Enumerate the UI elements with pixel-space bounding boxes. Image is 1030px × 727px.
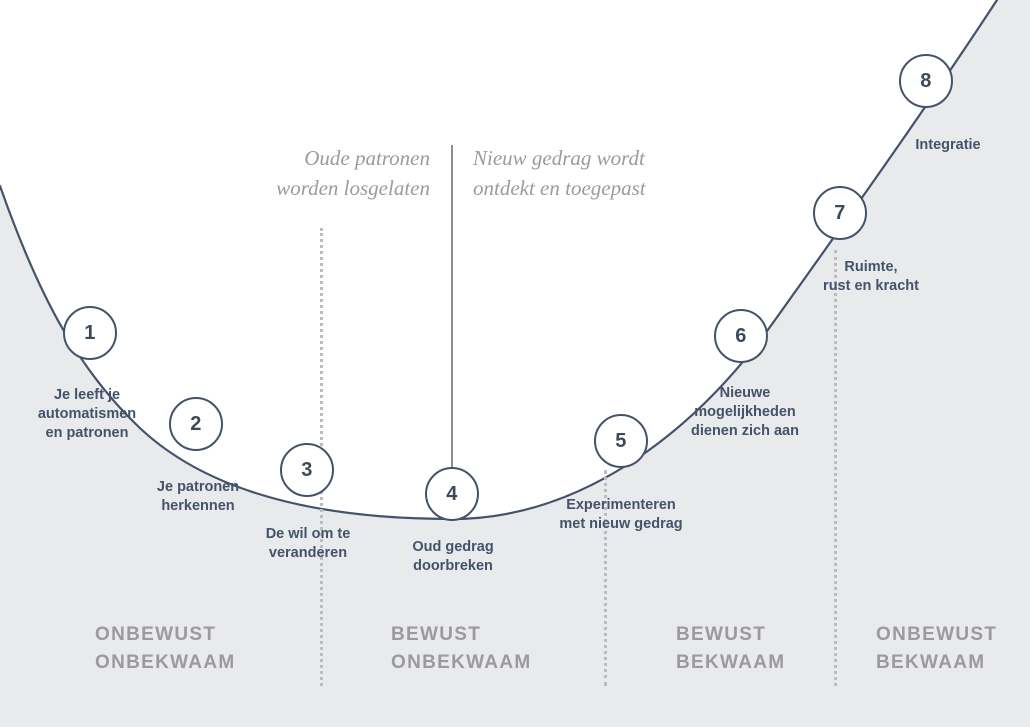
curve-node-5[interactable]: 5 <box>594 414 648 468</box>
curve-node-5-label: Experimenteren met nieuw gedrag <box>559 497 683 533</box>
curve-node-6-label: Nieuwe mogelijkheden dienen zich aan <box>691 385 799 440</box>
curve-node-3[interactable]: 3 <box>280 443 334 497</box>
curve-node-4-label: Oud gedrag doorbreken <box>412 539 494 575</box>
curve-node-7[interactable]: 7 <box>813 186 867 240</box>
phase-divider-line <box>451 145 453 470</box>
zone-label-onbewust-onbekwaam: ONBEWUST ONBEKWAAM <box>95 624 236 673</box>
curve-node-2-label: Je patronen herkennen <box>156 479 240 515</box>
zone-label-bewust-onbekwaam: BEWUST ONBEKWAAM <box>391 624 532 673</box>
zone-divider-dotted-2 <box>604 470 607 686</box>
curve-node-1-label: Je leeft je automatismen en patronen <box>37 387 137 442</box>
zone-label-onbewust-bekwaam: ONBEWUST BEKWAAM <box>876 624 998 673</box>
curve-node-1[interactable]: 1 <box>63 306 117 360</box>
curve-node-6[interactable]: 6 <box>714 309 768 363</box>
curve-node-3-label: De wil om te veranderen <box>265 526 351 562</box>
curve-node-8[interactable]: 8 <box>899 54 953 108</box>
curve-node-2[interactable]: 2 <box>169 397 223 451</box>
zone-divider-dotted-3 <box>834 250 837 686</box>
curve-node-4[interactable]: 4 <box>425 467 479 521</box>
curve-node-7-label: Ruimte, rust en kracht <box>823 259 919 295</box>
curve-node-8-label: Integratie <box>915 137 981 153</box>
zone-label-bewust-bekwaam: BEWUST BEKWAAM <box>676 624 786 673</box>
phase-note-new-behaviour: Nieuw gedrag wordt ontdekt en toegepast <box>473 146 646 201</box>
phase-note-old-patterns: Oude patronen worden losgelaten <box>276 146 430 201</box>
